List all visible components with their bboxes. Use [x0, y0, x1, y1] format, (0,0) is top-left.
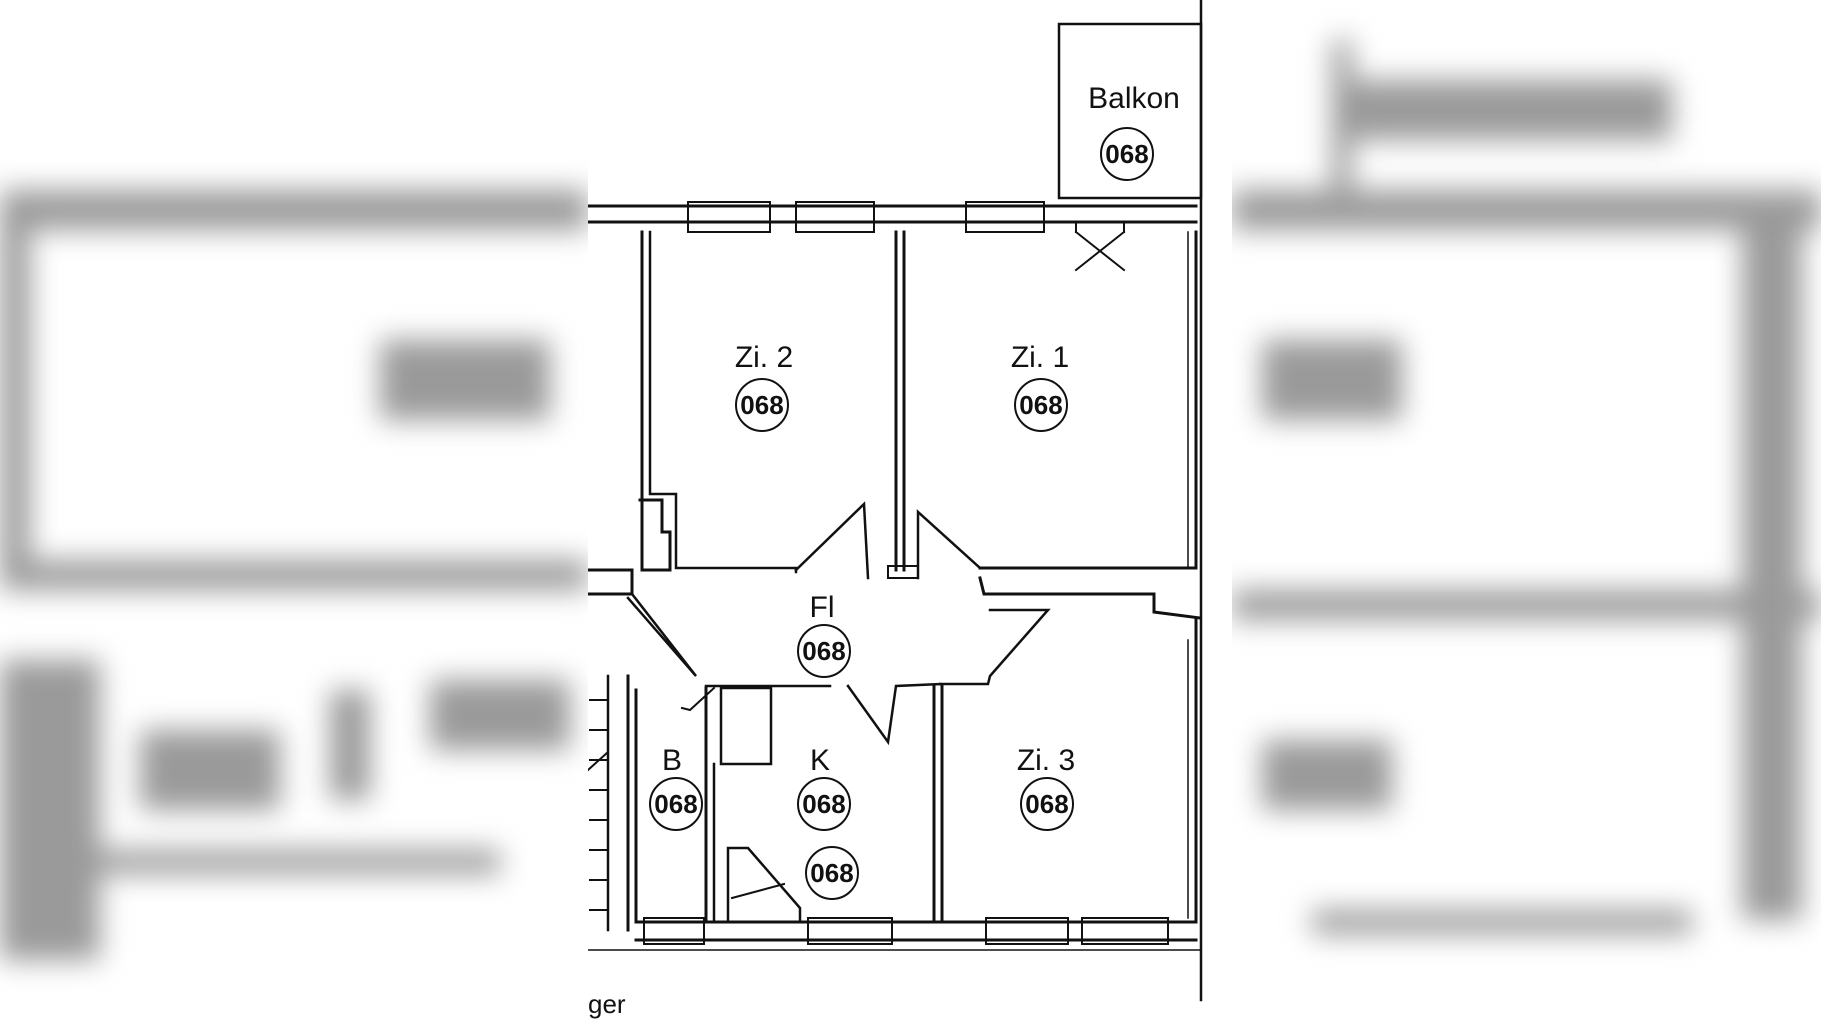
floor-plan-drawing: Balkon 068 Zi. 2 068 Zi. 1 068 Fl 068 B … — [588, 0, 1203, 1019]
blurred-background-right — [1232, 0, 1821, 1024]
room-label-k: K — [810, 744, 830, 777]
blurred-background-left — [0, 0, 588, 1024]
room-code-balkon: 068 — [1105, 139, 1148, 169]
room-code-zi1: 068 — [1019, 390, 1062, 420]
room-label-zi3: Zi. 3 — [1017, 744, 1075, 777]
room-code-fl: 068 — [802, 636, 845, 666]
room-code-zi2: 068 — [740, 390, 783, 420]
room-label-b: B — [662, 744, 682, 777]
room-code-abstellraum: 068 — [810, 858, 853, 888]
room-label-fl: Fl — [810, 591, 835, 624]
room-label-zi2: Zi. 2 — [735, 341, 793, 374]
room-code-zi3: 068 — [1025, 789, 1068, 819]
floor-plan: Balkon 068 Zi. 2 068 Zi. 1 068 Fl 068 B … — [588, 0, 1232, 1024]
room-code-k: 068 — [802, 789, 845, 819]
footer-caption: ger — [588, 989, 626, 1019]
room-code-b: 068 — [654, 789, 697, 819]
room-label-zi1: Zi. 1 — [1011, 341, 1069, 374]
room-label-balkon: Balkon — [1088, 82, 1180, 115]
